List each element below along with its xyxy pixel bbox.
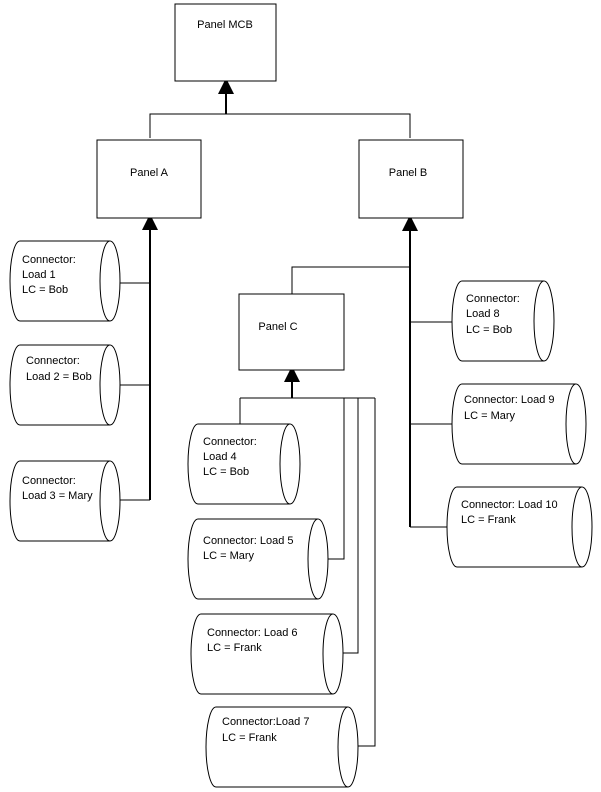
mcb-feeder-line [149,113,411,138]
load3-line2: Load 3 = Mary [22,490,93,502]
load8-line3: LC = Bob [466,324,512,336]
load4-line2: Load 4 [203,451,237,463]
connector-load10[interactable]: Connector: Load 10 LC = Frank [446,486,593,568]
load9-line1: Connector: Load 9 [464,394,555,406]
connector-load1[interactable]: Connector: Load 1 LC = Bob [9,240,121,322]
load1-line1: Connector: [22,254,76,266]
load5-line2: LC = Mary [203,550,255,562]
load6-line2: LC = Frank [207,642,262,654]
panel-c[interactable]: Panel C [238,293,345,371]
panel-b-label: Panel B [389,167,428,179]
load1-line3: LC = Bob [22,284,68,296]
panel-b[interactable]: Panel B [358,139,464,219]
load7-line2: LC = Frank [222,732,277,744]
load10-line1: Connector: Load 10 [461,499,558,511]
load5-feeder [328,398,345,560]
load4-line1: Connector: [203,436,257,448]
connector-load5[interactable]: Connector: Load 5 LC = Mary [187,518,329,600]
connector-load9[interactable]: Connector: Load 9 LC = Mary [451,383,587,465]
connector-load6[interactable]: Connector: Load 6 LC = Frank [190,613,344,695]
load9-line2: LC = Mary [464,410,516,422]
panel-c-feeder [291,266,410,294]
connection-lines [120,78,454,747]
load2-line1: Connector: [26,355,80,367]
connector-load8[interactable]: Connector: Load 8 LC = Bob [451,280,555,362]
load8-line2: Load 8 [466,308,500,320]
load4-line3: LC = Bob [203,466,249,478]
panel-a-label: Panel A [130,167,169,179]
load3-line1: Connector: [22,475,76,487]
load2-line2: Load 2 = Bob [26,371,92,383]
connector-load3[interactable]: Connector: Load 3 = Mary [9,460,121,542]
panel-mcb-label: Panel MCB [197,19,253,31]
load1-line2: Load 1 [22,269,56,281]
load7-line1: Connector:Load 7 [222,716,309,728]
connector-load4[interactable]: Connector: Load 4 LC = Bob [187,423,301,505]
panel-c-label: Panel C [258,321,297,333]
load6-line1: Connector: Load 6 [207,627,298,639]
panel-mcb[interactable]: Panel MCB [174,3,277,82]
load6-feeder [343,398,359,654]
connector-load2[interactable]: Connector: Load 2 = Bob [9,344,121,426]
connector-load7[interactable]: Connector:Load 7 LC = Frank [205,706,359,788]
load5-line1: Connector: Load 5 [203,535,294,547]
load10-line2: LC = Frank [461,514,516,526]
load7-feeder [358,398,376,747]
load8-line1: Connector: [466,293,520,305]
panel-a[interactable]: Panel A [96,139,202,219]
